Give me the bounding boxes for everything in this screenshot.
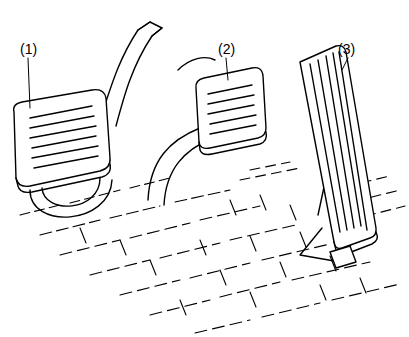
accelerator-pedal	[300, 46, 377, 268]
pedal-pad	[196, 68, 267, 155]
callout-number: (3)	[338, 41, 355, 57]
leader-line	[28, 58, 348, 108]
pedal-pad	[14, 90, 111, 193]
callout-number: (2)	[218, 41, 235, 57]
callout-number: (1)	[20, 41, 37, 57]
